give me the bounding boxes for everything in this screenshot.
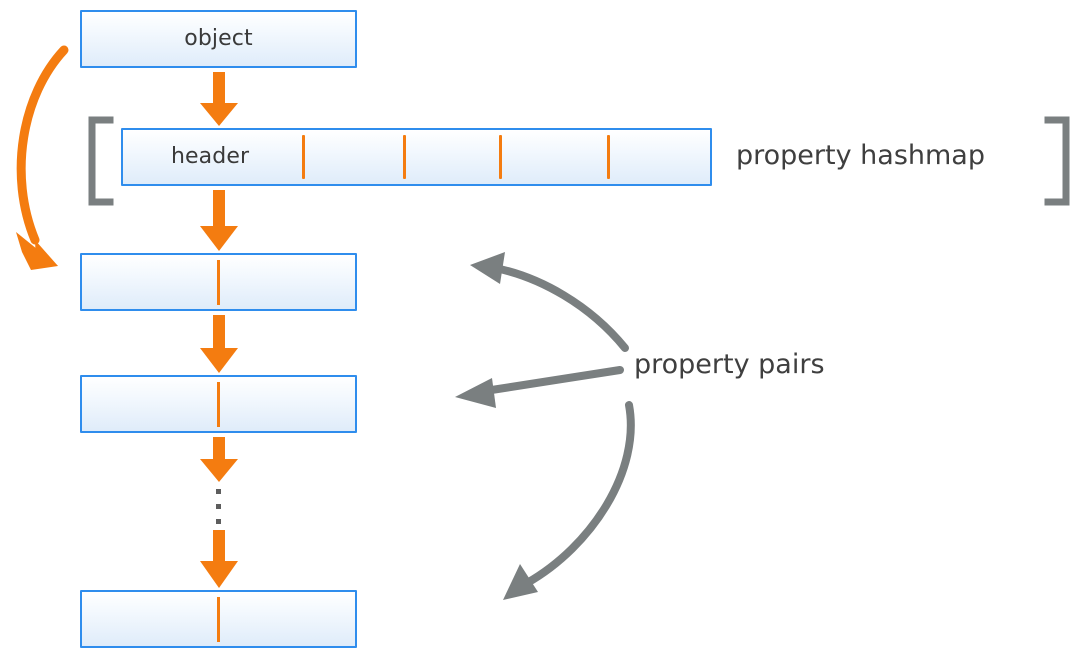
hashmap-slot-tick-4 — [607, 135, 610, 179]
pair-box-2-divider — [217, 382, 220, 427]
hashmap-header-label: header — [171, 144, 250, 169]
property-hashmap-box[interactable]: header — [121, 128, 712, 186]
property-hashmap-label: property hashmap — [736, 140, 985, 171]
hashmap-slot-tick-2 — [403, 135, 406, 179]
arrow-ellipsis-to-pair3 — [200, 530, 238, 588]
arrow-hashmap-to-pair1 — [200, 190, 238, 251]
ellipsis-dot-1 — [216, 489, 221, 494]
arrow-pair1-to-pair2 — [200, 315, 238, 373]
hashmap-slot-tick-1 — [302, 135, 305, 179]
pair-box-1-divider — [217, 260, 220, 305]
arrow-object-to-pairs-curve — [16, 45, 69, 270]
arrow-pairs-middle — [455, 366, 624, 408]
object-box[interactable]: object — [80, 10, 357, 68]
hashmap-slot-tick-3 — [499, 135, 502, 179]
arrow-pair2-to-ellipsis — [200, 437, 238, 482]
arrow-pairs-upper — [470, 252, 629, 352]
ellipsis-dot-3 — [216, 519, 221, 524]
pair-box-3-divider — [217, 597, 220, 642]
arrow-object-to-hashmap — [200, 72, 238, 126]
bracket-right — [1044, 116, 1070, 206]
ellipsis-dot-2 — [216, 504, 221, 509]
property-pairs-label: property pairs — [634, 349, 825, 380]
object-box-label: object — [184, 26, 253, 51]
arrow-pairs-lower — [503, 401, 635, 600]
bracket-left — [88, 116, 114, 206]
